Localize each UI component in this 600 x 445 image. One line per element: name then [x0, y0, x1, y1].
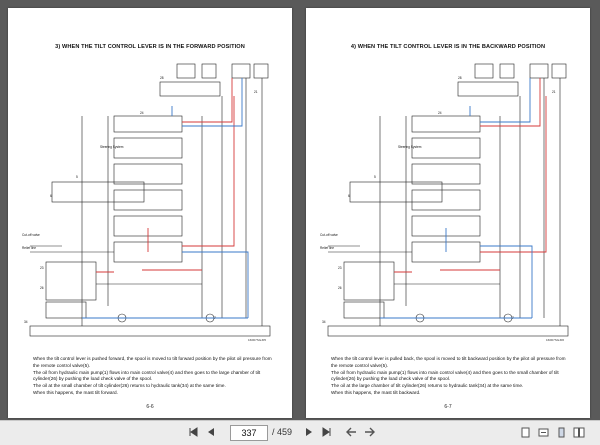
- document-viewer[interactable]: 3) WHEN THE TILT CONTROL LEVER IS IN THE…: [0, 0, 600, 420]
- page-body-text: When the tilt control lever is pushed fo…: [33, 356, 273, 397]
- ref-28: 28: [160, 76, 164, 80]
- page-total-label: / 459: [272, 427, 293, 437]
- ref-21: 21: [254, 90, 258, 94]
- figure-code: 160D7SGJ06: [546, 338, 565, 342]
- paragraph: When the tilt control lever is pulled ba…: [331, 356, 566, 368]
- hydraulic-schematic: [29, 63, 271, 337]
- steering-system-label: Steering System: [100, 145, 124, 149]
- page-body-text: When the tilt control lever is pulled ba…: [331, 356, 571, 397]
- page-title: 3) WHEN THE TILT CONTROL LEVER IS IN THE…: [55, 44, 245, 50]
- prev-page-icon[interactable]: [204, 425, 218, 439]
- cutoff-valve-label: Cut-off valve: [320, 233, 338, 237]
- back-icon[interactable]: [344, 425, 358, 439]
- ref-24: 24: [140, 111, 144, 115]
- paragraph: The oil from hydraulic main pump(1) flow…: [331, 369, 559, 382]
- next-page-icon[interactable]: [302, 425, 316, 439]
- paragraph: When this happens, the mast tilt forward…: [33, 389, 118, 395]
- ref-7: 7: [214, 316, 216, 320]
- paragraph: The oil at the large chamber of tilt cyl…: [331, 383, 524, 389]
- ref-5: 5: [76, 175, 78, 179]
- page-number: 6-6: [146, 404, 154, 410]
- paragraph: The oil at the small chamber of tilt cyl…: [33, 383, 226, 389]
- fit-page-icon[interactable]: [518, 425, 532, 439]
- ref-6: 6: [50, 194, 52, 198]
- ref-26: 26: [40, 286, 44, 290]
- paragraph: When this happens, the mast tilt backwar…: [331, 389, 421, 395]
- figure-code: 160D7SGJ05: [248, 338, 267, 342]
- ref-26: 26: [338, 286, 342, 290]
- fit-width-icon[interactable]: [536, 425, 550, 439]
- paragraph: When the tilt control lever is pushed fo…: [33, 356, 272, 368]
- ref-6: 6: [348, 194, 350, 198]
- relief-line-label: Relief line: [320, 246, 334, 250]
- single-page-icon[interactable]: [554, 425, 568, 439]
- steering-system-label: Steering System: [398, 145, 422, 149]
- ref-24: 24: [438, 111, 442, 115]
- ref-34: 34: [322, 320, 326, 324]
- ref-5: 5: [374, 175, 376, 179]
- ref-21: 21: [552, 90, 556, 94]
- last-page-icon[interactable]: [320, 425, 334, 439]
- hydraulic-diagram: Steering System Cut-off valve Relief lin…: [320, 56, 578, 344]
- relief-line-label: Relief line: [22, 246, 36, 250]
- ref-28: 28: [458, 76, 462, 80]
- facing-pages-icon[interactable]: [572, 425, 586, 439]
- ref-34: 34: [24, 320, 28, 324]
- ref-23: 23: [338, 266, 342, 270]
- first-page-icon[interactable]: [186, 425, 200, 439]
- document-page-left: 3) WHEN THE TILT CONTROL LEVER IS IN THE…: [8, 8, 292, 418]
- page-title: 4) WHEN THE TILT CONTROL LEVER IS IN THE…: [350, 44, 546, 50]
- page-number: 6-7: [444, 404, 452, 410]
- paragraph: The oil from hydraulic main pump(1) flow…: [33, 369, 261, 382]
- forward-icon[interactable]: [362, 425, 376, 439]
- page-number-input[interactable]: 337: [230, 425, 268, 441]
- document-page-right: 4) WHEN THE TILT CONTROL LEVER IS IN THE…: [306, 8, 590, 418]
- ref-23: 23: [40, 266, 44, 270]
- viewer-toolbar: 337 / 459: [0, 420, 600, 445]
- cutoff-valve-label: Cut-off valve: [22, 233, 40, 237]
- hydraulic-diagram: Steering System Cut-off valve Relief lin…: [22, 56, 280, 344]
- hydraulic-schematic: [327, 63, 569, 337]
- ref-7: 7: [512, 316, 514, 320]
